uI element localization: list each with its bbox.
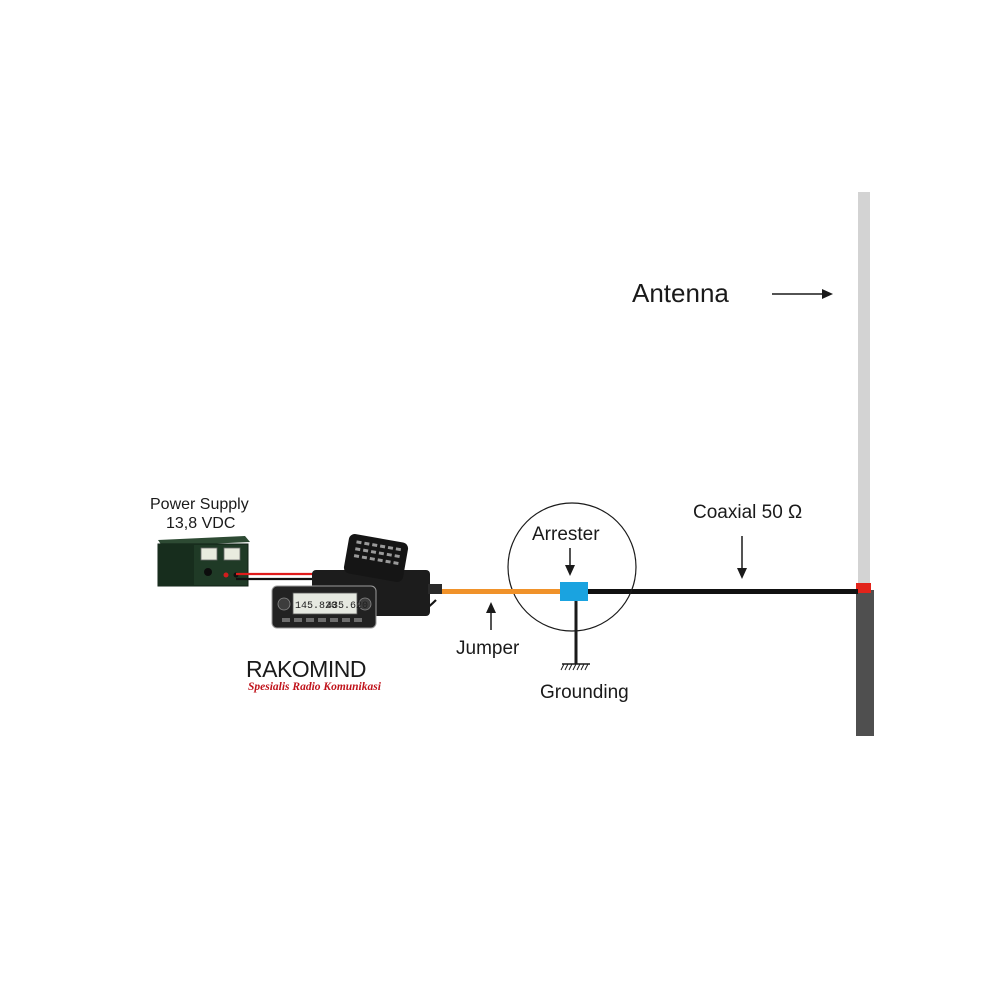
antenna-label: Antenna [632, 278, 729, 308]
radio-lcd-frequency-right: 435.620 [326, 601, 368, 612]
power-supply-meter-left [200, 547, 218, 561]
rakomindo-logo: RAKOMIND Spesialis Radio Komunikasi [246, 656, 395, 693]
grounding [560, 601, 590, 671]
radio-knob-right [358, 597, 372, 611]
power-supply-label-line2: 13,8 VDC [166, 515, 235, 532]
antenna-arrow [772, 289, 833, 299]
ground-symbol-hatch [560, 663, 589, 671]
radio-connector [428, 584, 442, 594]
grounding-label: Grounding [540, 682, 629, 703]
power-supply-unit [157, 536, 250, 587]
coaxial-arrow [737, 536, 747, 579]
antenna-mast [856, 590, 874, 736]
arrester-arrow [565, 548, 575, 576]
radio-microphone [343, 534, 409, 582]
mobile-radio: 145.820 435.620 [271, 534, 442, 629]
jumper-cable [438, 589, 562, 594]
power-supply-label-line1: Power Supply [150, 496, 249, 513]
power-supply-meter-right [223, 547, 241, 561]
power-supply-side [158, 544, 194, 586]
jumper-label: Jumper [456, 638, 520, 659]
antenna-radiator [858, 192, 870, 587]
arrester-label: Arrester [532, 524, 600, 545]
radio-lcd-display [292, 592, 358, 615]
antenna [856, 192, 874, 736]
radio-lcd-frequency-left: 145.820 [295, 601, 337, 612]
radio-buttons [282, 618, 362, 622]
power-supply-terminal-red [223, 572, 229, 578]
logo-tagline: Spesialis Radio Komunikasi [248, 681, 382, 693]
arrester-box [560, 582, 588, 601]
arrester-circle [507, 502, 637, 632]
coaxial-label: Coaxial 50 Ω [693, 502, 802, 523]
logo-name: RAKOMIND [246, 656, 366, 682]
radio-knob-left [277, 597, 291, 611]
jumper-arrow [486, 602, 496, 630]
coaxial-cable [586, 589, 858, 594]
antenna-feed-point [856, 583, 871, 593]
power-supply-knob [204, 568, 212, 576]
logo-crescent-icon [387, 661, 395, 677]
